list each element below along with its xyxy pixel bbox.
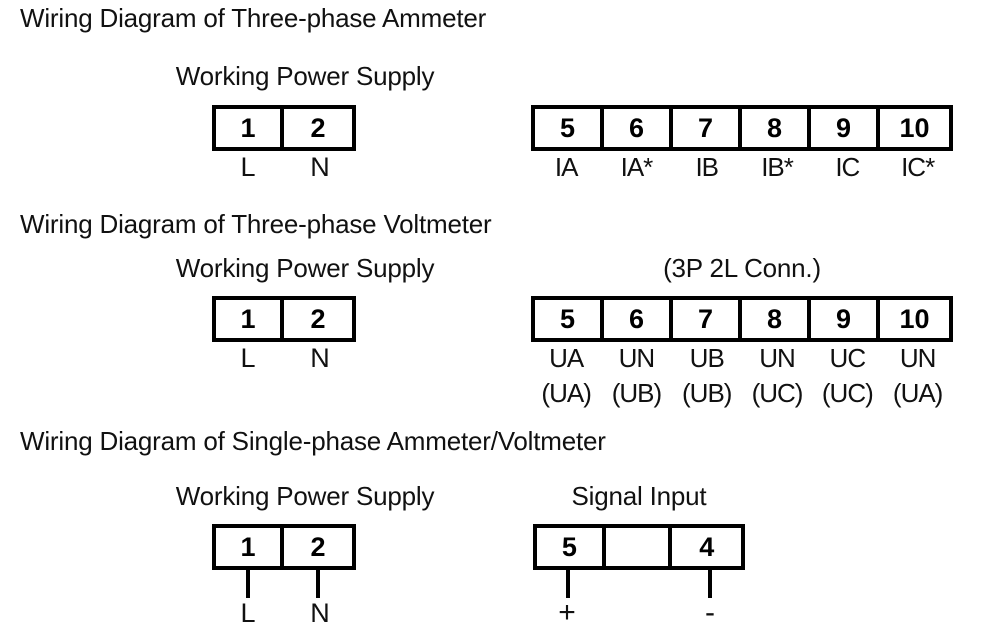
section-heading-three-phase-voltmeter: Wiring Diagram of Three-phase Voltmeter bbox=[20, 209, 492, 239]
terminal-label: IA* bbox=[620, 152, 654, 182]
terminal-cell: 2 bbox=[284, 300, 352, 338]
terminal-cell: 6 bbox=[604, 300, 674, 338]
terminal-cell: 9 bbox=[811, 109, 881, 147]
terminal-strip-power-supply-ammeter: 1 2 bbox=[212, 105, 356, 151]
terminal-sublabel: (UC) bbox=[751, 378, 804, 408]
terminal-labels-power-supply-ammeter: L N bbox=[212, 152, 356, 182]
terminal-label: IC bbox=[835, 152, 860, 182]
terminal-cell: 7 bbox=[673, 300, 743, 338]
section-heading-single-phase-ammeter-voltmeter: Wiring Diagram of Single-phase Ammeter/V… bbox=[20, 426, 606, 456]
terminal-cell: 9 bbox=[811, 300, 881, 338]
terminal-sublabel: (UA) bbox=[541, 378, 591, 408]
terminal-labels-power-supply-voltmeter: L N bbox=[212, 343, 356, 373]
terminal-cell: 6 bbox=[604, 109, 674, 147]
terminal-cell: 7 bbox=[673, 109, 743, 147]
terminal-strip-power-supply-single-phase: 1 2 bbox=[212, 524, 356, 570]
lead-wire-terminal-1 bbox=[246, 570, 250, 598]
terminal-label: L bbox=[240, 598, 256, 628]
terminal-label: L bbox=[240, 343, 256, 373]
terminal-label: L bbox=[240, 152, 256, 182]
terminal-label: IB bbox=[695, 152, 719, 182]
caption-connection-type-voltmeter: (3P 2L Conn.) bbox=[663, 253, 821, 283]
terminal-cell: 2 bbox=[284, 109, 352, 147]
terminal-sublabel: (UC) bbox=[821, 378, 874, 408]
terminal-cell-empty bbox=[605, 528, 673, 566]
terminal-label: UA bbox=[549, 343, 584, 373]
terminal-label: UN bbox=[618, 343, 656, 373]
caption-working-power-supply-ammeter: Working Power Supply bbox=[175, 61, 435, 91]
terminal-label: IC* bbox=[901, 152, 935, 182]
terminal-sublabels-voltage-inputs-voltmeter: (UA) (UB) (UB) (UC) (UC) (UA) bbox=[531, 378, 953, 408]
terminal-label: N bbox=[310, 343, 330, 373]
terminal-sublabel: (UB) bbox=[682, 378, 732, 408]
terminal-label: N bbox=[310, 598, 330, 628]
section-heading-three-phase-ammeter: Wiring Diagram of Three-phase Ammeter bbox=[20, 3, 487, 33]
terminal-cell: 1 bbox=[216, 528, 285, 566]
terminal-cell: 1 bbox=[216, 109, 285, 147]
terminal-cell: 10 bbox=[880, 109, 950, 147]
terminal-label: IA bbox=[554, 152, 579, 182]
terminal-label: UN bbox=[759, 343, 796, 373]
caption-signal-input-single-phase: Signal Input bbox=[571, 481, 707, 511]
terminal-strip-power-supply-voltmeter: 1 2 bbox=[212, 296, 356, 342]
terminal-label: UB bbox=[689, 343, 725, 373]
terminal-label: N bbox=[310, 152, 330, 182]
terminal-cell: 5 bbox=[535, 109, 605, 147]
terminal-label-positive: + bbox=[558, 596, 576, 629]
terminal-cell: 8 bbox=[742, 109, 812, 147]
terminal-cell: 8 bbox=[742, 300, 812, 338]
terminal-cell: 1 bbox=[216, 300, 285, 338]
lead-wire-terminal-2 bbox=[316, 570, 320, 598]
caption-working-power-supply-voltmeter: Working Power Supply bbox=[175, 253, 435, 283]
terminal-strip-signal-input-single-phase: 5 4 bbox=[533, 524, 745, 570]
terminal-sublabel: (UB) bbox=[611, 378, 662, 408]
terminal-labels-current-inputs-ammeter: IA IA* IB IB* IC IC* bbox=[531, 152, 953, 182]
terminal-cell: 4 bbox=[672, 528, 741, 566]
terminal-label: UN bbox=[899, 343, 937, 373]
caption-working-power-supply-single-phase: Working Power Supply bbox=[175, 481, 435, 511]
terminal-cell: 5 bbox=[535, 300, 605, 338]
terminal-cell: 5 bbox=[537, 528, 606, 566]
terminal-strip-current-inputs-ammeter: 5 6 7 8 9 10 bbox=[531, 105, 953, 151]
terminal-label-negative: - bbox=[705, 596, 715, 629]
terminal-labels-power-supply-single-phase: L N bbox=[212, 598, 356, 628]
terminal-cell: 10 bbox=[880, 300, 950, 338]
terminal-label: IB* bbox=[761, 152, 794, 182]
lead-wire-terminal-5 bbox=[566, 570, 570, 598]
lead-wire-terminal-4 bbox=[708, 570, 712, 598]
terminal-label: UC bbox=[829, 343, 867, 373]
terminal-labels-voltage-inputs-voltmeter: UA UN UB UN UC UN bbox=[531, 343, 953, 373]
terminal-strip-voltage-inputs-voltmeter: 5 6 7 8 9 10 bbox=[531, 296, 953, 342]
terminal-sublabel: (UA) bbox=[892, 378, 943, 408]
terminal-cell: 2 bbox=[284, 528, 352, 566]
